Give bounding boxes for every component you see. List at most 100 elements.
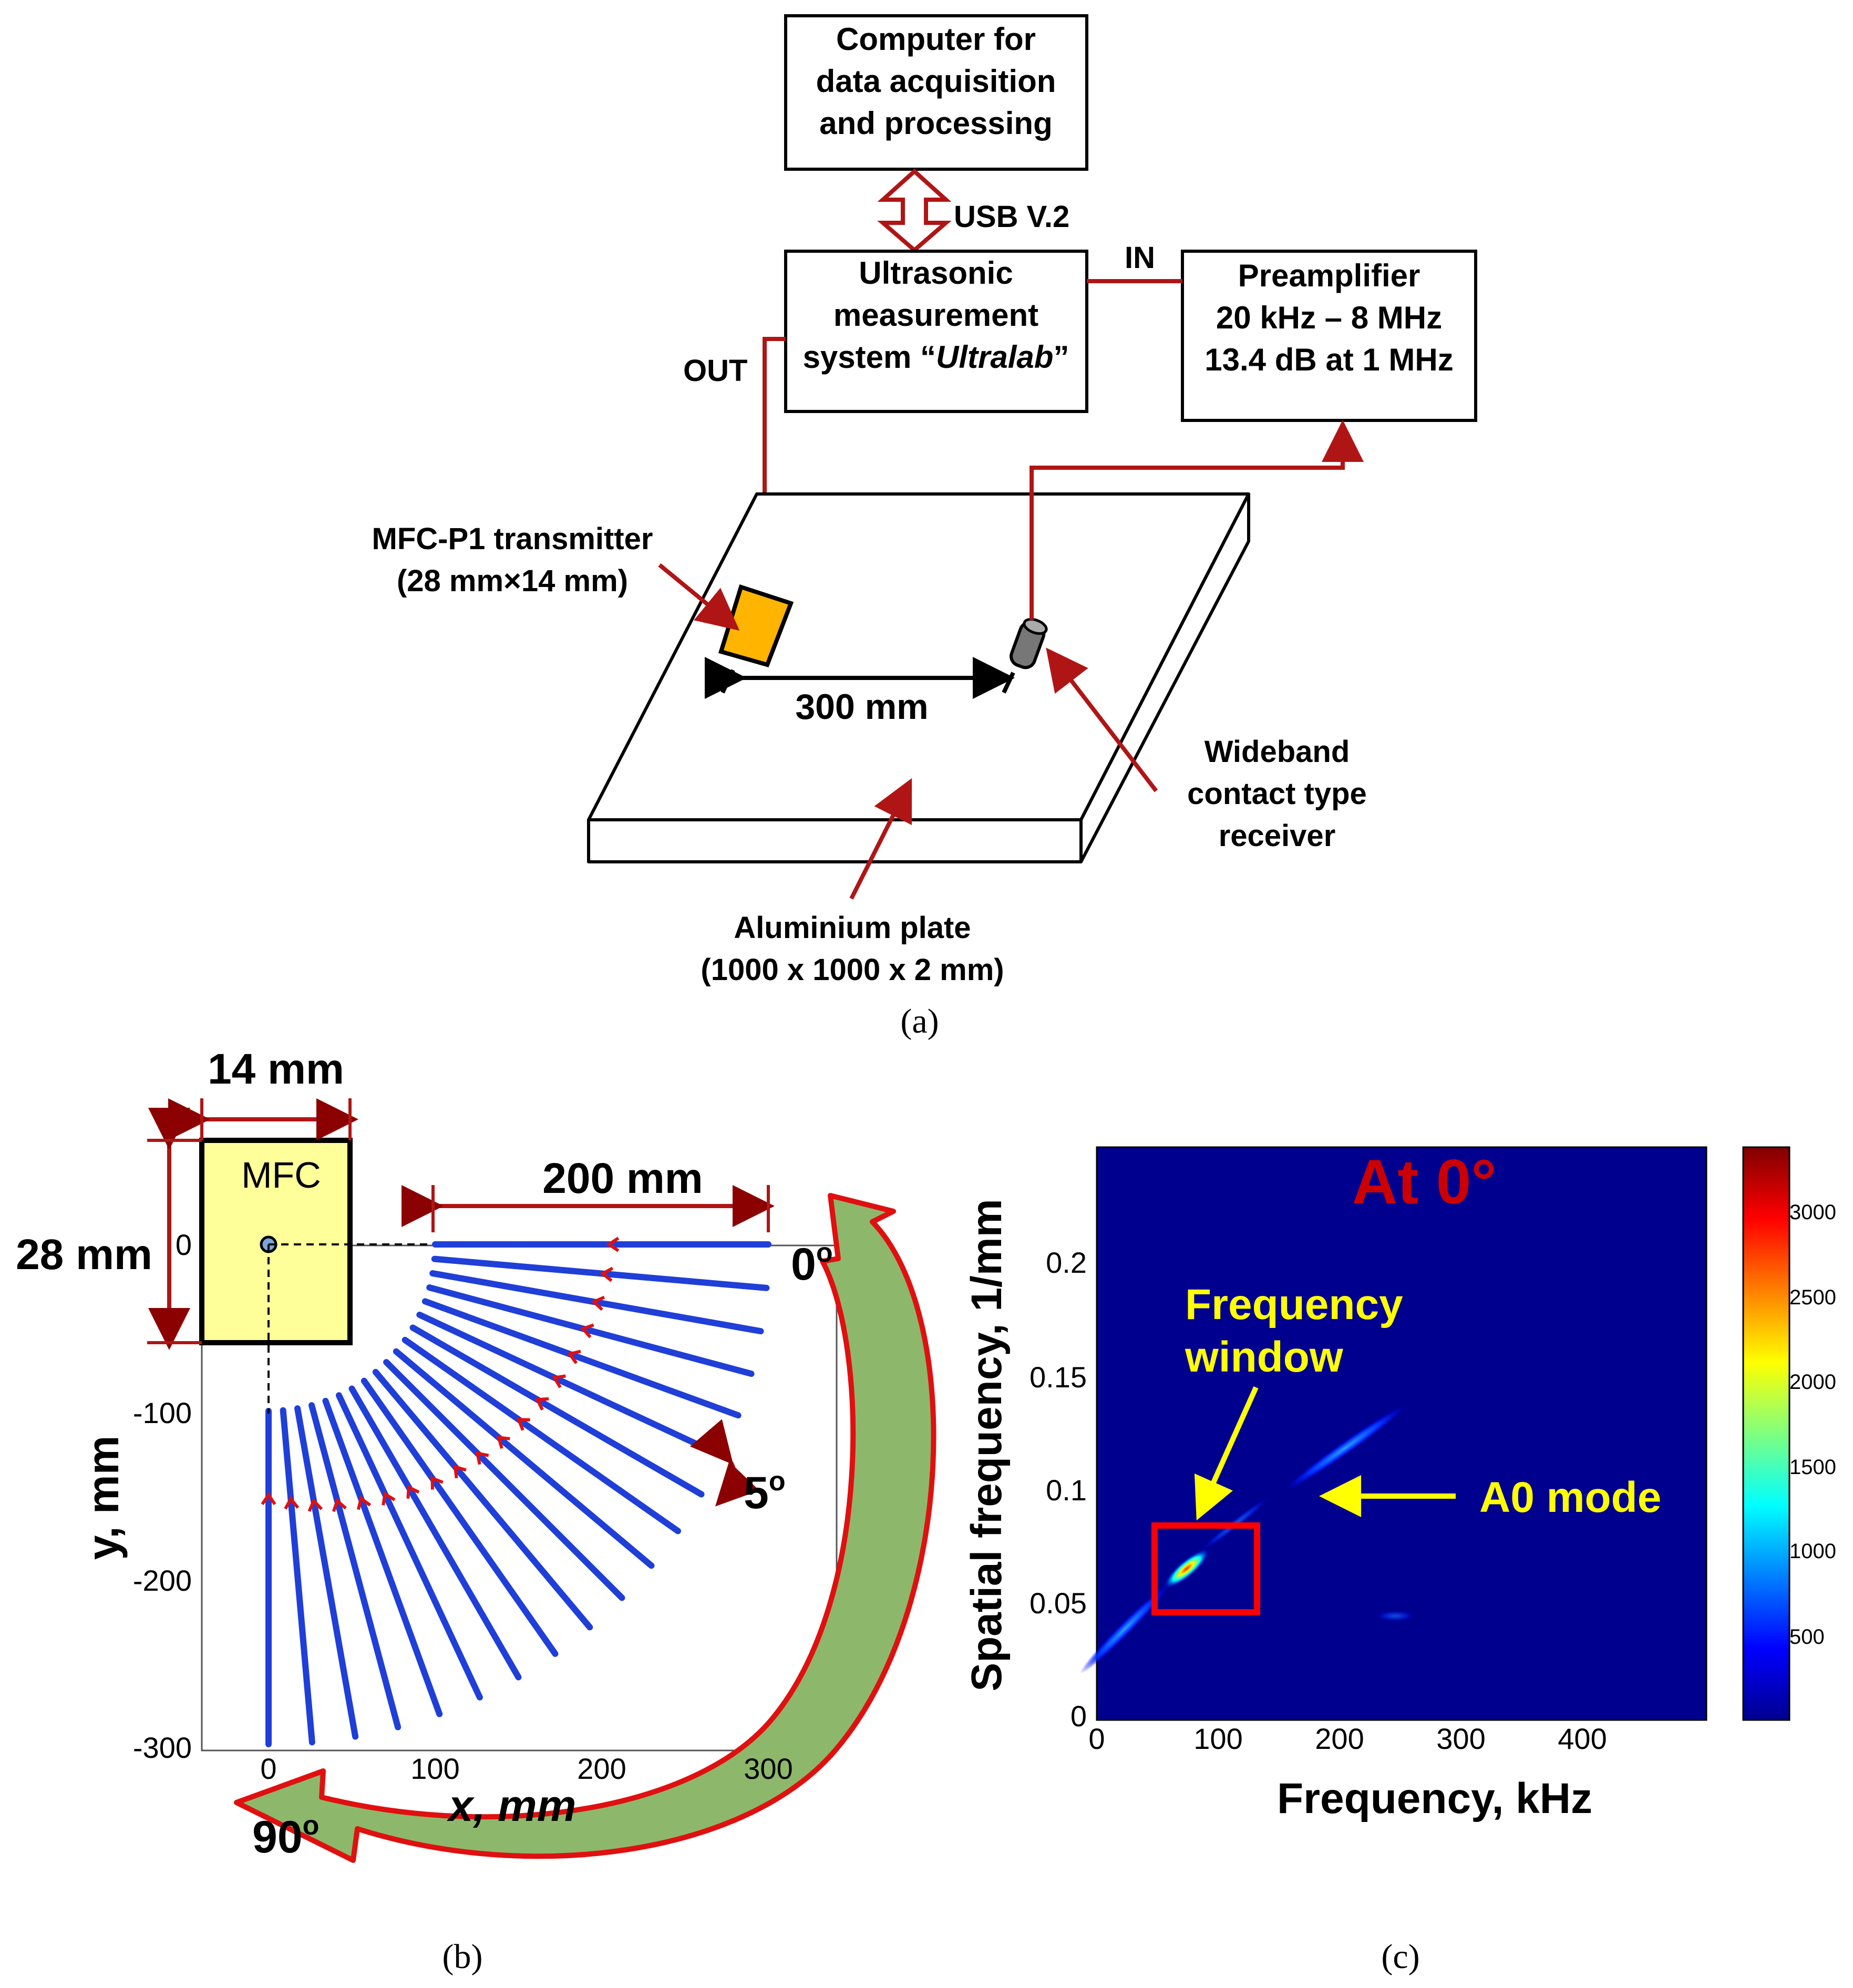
c-plot-area (1096, 1146, 1707, 1721)
scan-line (280, 1407, 315, 1746)
frequency-window-label-line1: Frequency (1185, 1281, 1403, 1328)
computer-box (784, 14, 1088, 171)
preamplifier-box (1181, 250, 1477, 422)
computer-box-line2: data acquisition (816, 64, 1056, 99)
transmitter-label-line2: (28 mm×14 mm) (397, 564, 628, 598)
b-x-tick-200: 200 (577, 1752, 626, 1785)
scan-line (409, 1324, 705, 1498)
b-y-tick-100: -100 (133, 1396, 192, 1429)
direction-chevron (600, 1266, 614, 1282)
frequency-window-box (1151, 1522, 1260, 1615)
preamplifier-box-line1: Preamplifier (1238, 258, 1420, 293)
scan-line (421, 1298, 742, 1419)
scan-line (308, 1402, 402, 1731)
b-y-tick-200: -200 (133, 1564, 192, 1597)
scan-line (294, 1405, 359, 1740)
c-ridge-high (1285, 1405, 1406, 1490)
c-x-tick-400: 400 (1558, 1722, 1607, 1755)
scan-line (372, 1368, 593, 1631)
ultrasonic-box-line3: system “Ultralab” (803, 339, 1069, 375)
step-angle-label: 5o (744, 1466, 786, 1518)
b-x-axis-label: x, mm (447, 1781, 577, 1830)
c-x-tick-300: 300 (1436, 1722, 1485, 1755)
c-y-tick-005: 0.05 (1030, 1587, 1087, 1620)
colorbar-tick-500: 500 (1789, 1625, 1825, 1649)
direction-chevron (475, 1451, 489, 1465)
direction-chevron (430, 1476, 444, 1490)
scan-line (335, 1392, 483, 1701)
direction-chevron (406, 1485, 420, 1499)
c-y-tick-015: 0.15 (1030, 1361, 1087, 1394)
caption-c: (c) (1381, 1938, 1419, 1976)
direction-chevron (382, 1491, 396, 1506)
c-y-axis-label: Spatial frequency, 1/mm (963, 1199, 1011, 1691)
direction-chevron (580, 1323, 594, 1338)
colorbar-tick-3000: 3000 (1789, 1201, 1836, 1224)
frequency-window-pointer (1194, 1386, 1259, 1521)
direction-chevron (496, 1435, 510, 1449)
direction-chevron (534, 1397, 549, 1411)
caption-a: (a) (900, 1002, 939, 1041)
direction-chevron (591, 1295, 605, 1311)
c-y-tick-01: 0.1 (1046, 1474, 1087, 1507)
b-y-tick-300: -300 (133, 1731, 192, 1764)
scan-line (426, 1284, 755, 1377)
b-y-axis-label: y, mm (78, 1436, 128, 1560)
receiver-label-line2: contact type (1187, 777, 1367, 811)
ultrasonic-box-line1: Ultrasonic (859, 255, 1013, 291)
c-y-tick-0: 0 (1070, 1699, 1087, 1733)
a0-mode-label: A0 mode (1479, 1474, 1661, 1521)
plate-pointer-arrow (849, 778, 912, 900)
computer-box-line1: Computer for (836, 22, 1036, 57)
c-peak-main (1164, 1549, 1210, 1589)
direction-chevron (606, 1237, 620, 1252)
b-y-tick-0: 0 (176, 1228, 192, 1261)
c-y-tick-02: 0.2 (1046, 1246, 1087, 1279)
preamplifier-box-line2: 20 kHz – 8 MHz (1216, 300, 1442, 335)
c-x-axis-label: Frequency, kHz (1277, 1775, 1592, 1822)
panel-b: MFC 14 mm 28 mm 200 mm 5o 0o 90o 0 100 2… (16, 1045, 936, 1976)
transmitter-pointer-arrow (658, 563, 740, 631)
direction-chevron (356, 1496, 372, 1510)
direction-chevron (453, 1465, 467, 1479)
sweep-arrow (234, 1193, 936, 1863)
mfc-label: MFC (241, 1155, 321, 1196)
b-direction-arrows (261, 1237, 620, 1512)
scan-line (361, 1377, 559, 1657)
direction-chevron (332, 1498, 347, 1512)
c-x-tick-100: 100 (1193, 1722, 1242, 1755)
preamplifier-box-line3: 13.4 dB at 1 MHz (1205, 342, 1453, 377)
colorbar-tick-1500: 1500 (1789, 1456, 1836, 1479)
panel-a: Computer for data acquisition and proces… (372, 14, 1477, 1041)
scan-line (393, 1348, 655, 1569)
frequency-window-label-line2: window (1185, 1333, 1343, 1381)
usb-label: USB V.2 (954, 200, 1069, 234)
c-title: At 0° (1352, 1147, 1497, 1217)
ultrasonic-box (784, 250, 1088, 413)
scan-line (416, 1311, 725, 1459)
scan-length-label: 200 mm (542, 1155, 703, 1202)
scan-line (402, 1336, 682, 1534)
b-x-tick-0: 0 (260, 1752, 276, 1785)
height-label: 28 mm (16, 1231, 152, 1279)
b-x-tick-300: 300 (744, 1752, 792, 1785)
width-label: 14 mm (208, 1045, 344, 1093)
scan-line (322, 1397, 443, 1717)
transmitter-label-line1: MFC-P1 transmitter (372, 522, 653, 556)
colorbar-tick-2000: 2000 (1789, 1371, 1836, 1394)
c-x-tick-0: 0 (1088, 1722, 1105, 1755)
scan-line (383, 1359, 625, 1601)
direction-chevron (567, 1350, 581, 1364)
angle-start-label: 0o (791, 1238, 833, 1290)
c-x-tick-200: 200 (1315, 1722, 1364, 1755)
plate-label-line1: Aluminium plate (734, 911, 971, 945)
receiver-connection (1030, 420, 1364, 620)
out-label: OUT (683, 354, 747, 388)
computer-box-line3: and processing (819, 106, 1052, 141)
receiver-pointer-arrow (1046, 647, 1158, 792)
in-label: IN (1125, 241, 1155, 275)
c-ridge-low (1079, 1584, 1170, 1674)
direction-chevron (261, 1492, 276, 1506)
ultrasonic-box-line2: measurement (833, 297, 1038, 333)
